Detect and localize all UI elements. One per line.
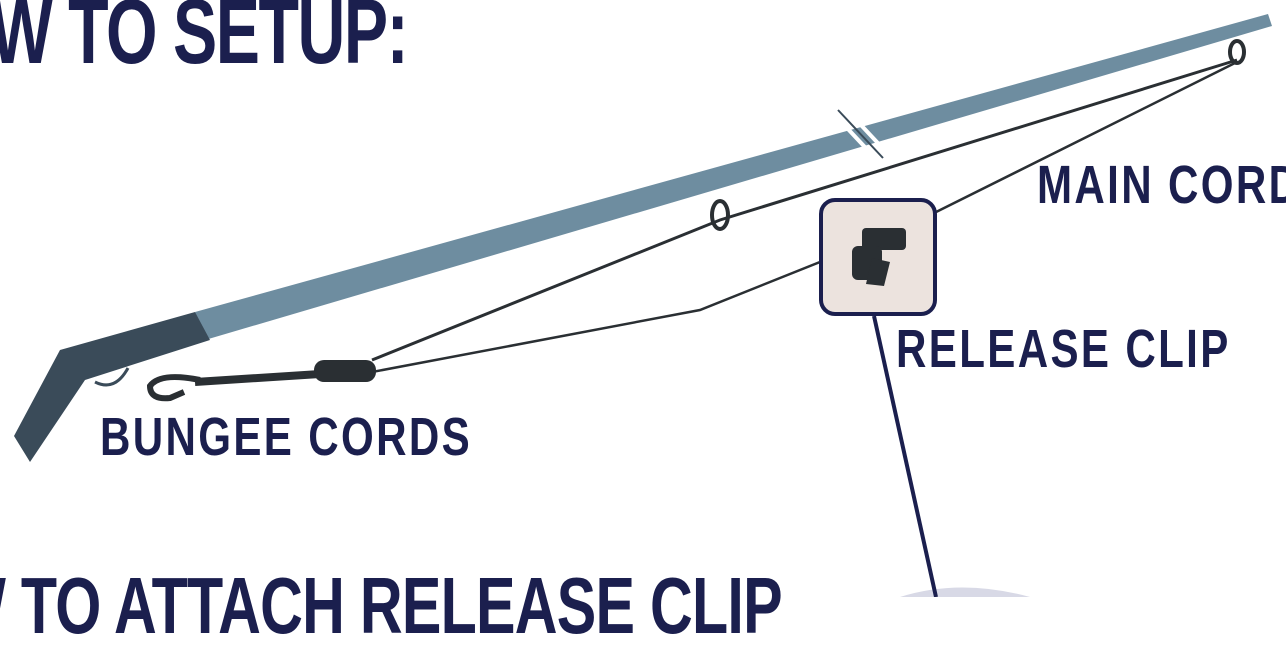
bungee-cord-line [194,370,321,386]
release-cord-line [371,60,1238,374]
release-clip-label: RELEASE CLIP [896,319,1231,379]
break-mark [843,106,892,158]
break-mark [837,109,884,159]
bungee-connector [314,360,376,382]
main-cord-line [371,58,1238,362]
page-heading-bottom: W TO ATTACH RELEASE CLIP [0,561,783,650]
pole-handle [14,312,210,462]
outrigger-diagram [14,14,1272,597]
main-cord-label: MAIN CORD [1037,155,1286,215]
mid-eye [710,199,730,231]
bungee-hook [146,374,201,402]
page-heading-top: OW TO SETUP: [0,0,409,83]
bungee-cords-label: BUNGEE CORDS [100,407,473,467]
decorative-swoosh [900,587,1030,597]
release-clip-pointer [872,315,938,597]
outrigger-pole [195,14,1272,340]
release-clip-icon [852,228,906,286]
handle-hook [94,367,130,387]
break-mark [830,110,879,162]
tip-eye [1228,39,1246,65]
